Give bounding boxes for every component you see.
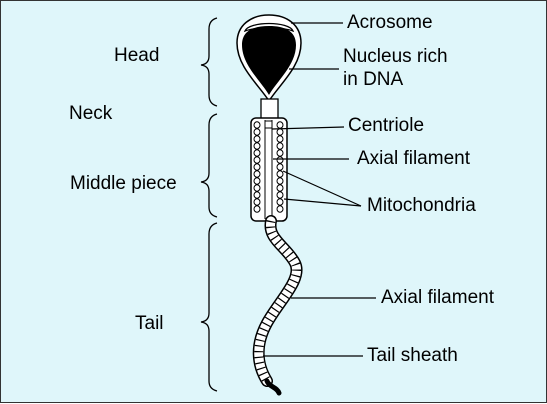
mitochondrion-coil	[253, 198, 261, 206]
axial-filament-mid-label: Axial filament	[357, 148, 470, 169]
region-braces	[200, 17, 218, 392]
mitochondrion-coil	[276, 205, 284, 213]
centriole-pointer	[271, 126, 345, 130]
mitochondria-label: Mitochondria	[367, 195, 476, 216]
mitochondrion-coil	[276, 198, 284, 206]
mitochondrion-coil	[276, 191, 284, 199]
middle-brace	[200, 113, 218, 218]
mitochondrion-coil	[253, 205, 261, 213]
mitochondrion-coil	[253, 128, 261, 136]
middle-piece-label: Middle piece	[70, 173, 177, 194]
pointer-lines	[263, 22, 376, 357]
nucleus-label-line1: Nucleus rich	[343, 46, 448, 67]
mitochondria-pointer	[282, 170, 362, 207]
mitochondrion-coil	[276, 170, 284, 178]
tail-brace	[200, 222, 218, 392]
mitochondrion-coil	[276, 156, 284, 164]
mitochondrion-coil	[276, 163, 284, 171]
mitochondrion-coil	[276, 135, 284, 143]
head-brace	[200, 17, 218, 107]
neck	[260, 98, 279, 120]
mitochondria-pointer	[283, 198, 362, 207]
centriole	[264, 120, 273, 129]
mitochondrion-coil	[253, 163, 261, 171]
mitochondrion-coil	[253, 121, 261, 129]
acrosome-label: Acrosome	[347, 12, 433, 33]
head-label: Head	[114, 45, 160, 66]
mitochondrion-coil	[276, 149, 284, 157]
nucleus	[242, 26, 296, 95]
mitochondrion-coil	[253, 184, 261, 192]
mitochondrion-coil	[276, 177, 284, 185]
centriole-label: Centriole	[348, 115, 425, 136]
mitochondrion-coil	[253, 170, 261, 178]
mitochondrion-coil	[276, 142, 284, 150]
mitochondrion-coil	[253, 149, 261, 157]
nucleus-label-line2: in DNA	[343, 69, 404, 90]
mitochondrion-coil	[276, 184, 284, 192]
mitochondrion-coil	[253, 191, 261, 199]
mitochondria-coils	[253, 121, 284, 213]
mitochondrion-coil	[253, 177, 261, 185]
tail-label: Tail	[135, 313, 164, 334]
mitochondrion-coil	[253, 135, 261, 143]
tail-sheath-label: Tail sheath	[367, 345, 458, 366]
tail-end	[264, 378, 282, 396]
mitochondrion-coil	[253, 156, 261, 164]
neck-label: Neck	[69, 103, 113, 124]
axial-filament-tail-label: Axial filament	[381, 287, 494, 308]
tail-sheath-fill	[254, 216, 302, 386]
mitochondrion-coil	[253, 142, 261, 150]
